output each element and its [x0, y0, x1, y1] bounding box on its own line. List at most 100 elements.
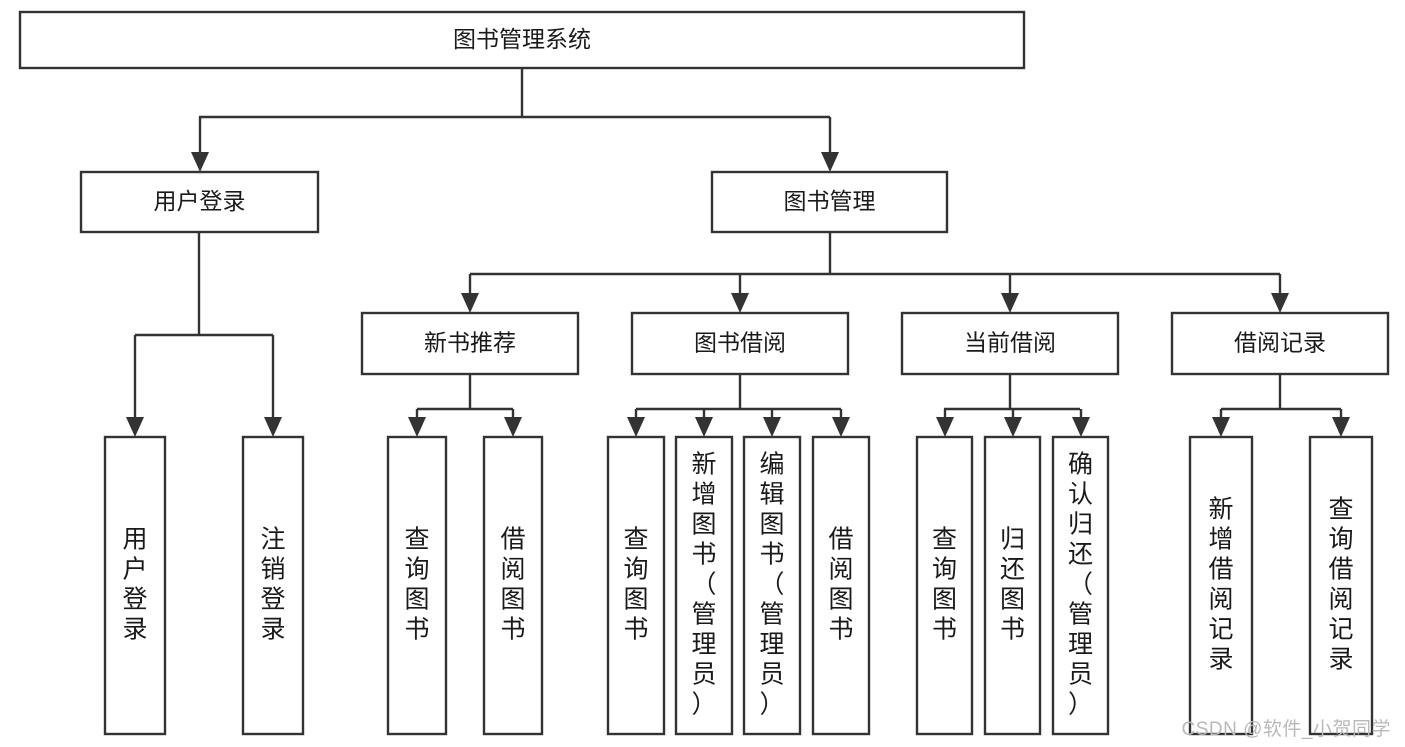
node-leaf-query-book-2[interactable]: 查询图书: [606, 435, 666, 736]
node-user-login[interactable]: 用户登录: [79, 170, 320, 234]
arrow-head-icon: [936, 417, 954, 437]
connector-drop-leaf-add-book: [695, 409, 713, 437]
node-leaf-query-book-3[interactable]: 查询图书: [915, 435, 974, 736]
arrow-head-icon: [264, 417, 282, 437]
node-current-borrow-box[interactable]: [900, 311, 1120, 376]
node-leaf-logout-box[interactable]: [241, 435, 305, 736]
arrow-head-icon: [731, 293, 749, 313]
node-leaf-add-record-box[interactable]: [1188, 435, 1254, 736]
arrow-head-icon: [504, 417, 522, 437]
node-leaf-user-login-box[interactable]: [103, 435, 167, 736]
arrow-head-icon: [763, 417, 781, 437]
connector-drop-leaf-borrow-book-2: [832, 409, 850, 437]
arrow-head-icon: [832, 417, 850, 437]
connector-bus-borrow-record: [1221, 374, 1341, 411]
arrow-head-icon: [821, 152, 839, 172]
node-leaf-add-book-box[interactable]: [674, 435, 734, 736]
node-borrow-record-label: 借阅记录: [1234, 330, 1326, 356]
connector-layer: [126, 68, 1350, 437]
connector-drop-current-borrow: [1001, 274, 1019, 313]
connector-drop-leaf-logout: [264, 335, 282, 437]
node-leaf-borrow-book-1-box[interactable]: [482, 435, 544, 736]
connector-bus-root: [199, 68, 830, 119]
watermark-text: CSDN @软件_小贺同学: [1181, 719, 1391, 740]
node-leaf-edit-book-box[interactable]: [742, 435, 802, 736]
node-book-manage[interactable]: 图书管理: [710, 170, 949, 234]
node-leaf-edit-book[interactable]: 编辑图书（管理员）: [742, 435, 802, 736]
node-user-login-box[interactable]: [79, 170, 320, 234]
arrow-head-icon: [126, 417, 144, 437]
connector-drop-new-book-recommend: [461, 274, 479, 313]
node-leaf-logout-label: 注销登录: [260, 525, 285, 643]
node-leaf-query-record-box[interactable]: [1308, 435, 1374, 736]
arrow-head-icon: [695, 417, 713, 437]
arrow-head-icon: [1004, 417, 1022, 437]
node-leaf-borrow-book-1-label: 借阅图书: [500, 525, 525, 643]
node-leaf-confirm-return-box[interactable]: [1051, 435, 1110, 736]
node-leaf-edit-book-label: 编辑图书（管理员）: [759, 450, 784, 718]
connector-drop-leaf-query-book-2: [627, 409, 645, 437]
connector-drop-leaf-return-book: [1004, 409, 1022, 437]
node-leaf-query-book-3-label: 查询图书: [932, 525, 957, 643]
node-leaf-query-record-label: 查询借阅记录: [1328, 495, 1353, 673]
node-book-manage-box[interactable]: [710, 170, 949, 234]
arrow-head-icon: [627, 417, 645, 437]
connector-bus-user-login: [135, 232, 273, 337]
node-leaf-add-book-label: 新增图书（管理员）: [691, 450, 716, 718]
node-leaf-borrow-book-1[interactable]: 借阅图书: [482, 435, 544, 736]
node-leaf-add-record[interactable]: 新增借阅记录: [1188, 435, 1254, 736]
connector-drop-leaf-query-book-1: [408, 409, 426, 437]
node-new-book-recommend-label: 新书推荐: [424, 330, 516, 356]
connector-drop-book-borrow: [731, 274, 749, 313]
arrow-head-icon: [191, 152, 209, 172]
node-leaf-query-book-2-box[interactable]: [606, 435, 666, 736]
node-root-label: 图书管理系统: [453, 26, 591, 52]
node-leaf-user-login[interactable]: 用户登录: [103, 435, 167, 736]
node-borrow-record-box[interactable]: [1170, 311, 1390, 376]
node-layer: 图书管理系统用户登录图书管理新书推荐图书借阅当前借阅借阅记录用户登录注销登录查询…: [18, 10, 1390, 736]
connector-drop-user-login: [191, 117, 209, 172]
node-root[interactable]: 图书管理系统: [18, 10, 1026, 70]
node-root-box[interactable]: [18, 10, 1026, 70]
node-leaf-logout[interactable]: 注销登录: [241, 435, 305, 736]
node-leaf-query-book-1[interactable]: 查询图书: [386, 435, 448, 736]
connector-drop-leaf-user-login: [126, 335, 144, 437]
node-leaf-add-book[interactable]: 新增图书（管理员）: [674, 435, 734, 736]
node-book-borrow-box[interactable]: [630, 311, 850, 376]
connector-drop-leaf-query-record: [1332, 409, 1350, 437]
arrow-head-icon: [1332, 417, 1350, 437]
connector-drop-book-manage: [821, 117, 839, 172]
arrow-head-icon: [408, 417, 426, 437]
node-leaf-confirm-return[interactable]: 确认归还（管理员）: [1051, 435, 1110, 736]
connector-bus-current-borrow: [944, 374, 1080, 411]
node-user-login-label: 用户登录: [154, 188, 246, 214]
connector-drop-leaf-borrow-book-1: [504, 409, 522, 437]
connector-bus-new-book: [417, 374, 513, 411]
node-book-borrow-label: 图书借阅: [694, 330, 786, 356]
node-book-manage-label: 图书管理: [784, 188, 876, 214]
node-current-borrow[interactable]: 当前借阅: [900, 311, 1120, 376]
node-leaf-add-record-label: 新增借阅记录: [1208, 495, 1233, 673]
node-leaf-return-book[interactable]: 归还图书: [983, 435, 1042, 736]
node-new-book-recommend-box[interactable]: [360, 311, 580, 376]
node-leaf-borrow-book-2-label: 借阅图书: [828, 525, 853, 643]
node-leaf-query-book-1-box[interactable]: [386, 435, 448, 736]
connector-drop-leaf-edit-book: [763, 409, 781, 437]
arrow-head-icon: [1212, 417, 1230, 437]
node-leaf-confirm-return-label: 确认归还（管理员）: [1068, 450, 1093, 718]
node-leaf-borrow-book-2[interactable]: 借阅图书: [811, 435, 871, 736]
arrow-head-icon: [1072, 417, 1090, 437]
node-new-book-recommend[interactable]: 新书推荐: [360, 311, 580, 376]
connector-bus-book-borrow: [636, 374, 841, 411]
node-borrow-record[interactable]: 借阅记录: [1170, 311, 1390, 376]
node-leaf-query-book-1-label: 查询图书: [404, 525, 429, 643]
node-leaf-query-record[interactable]: 查询借阅记录: [1308, 435, 1374, 736]
node-leaf-return-book-box[interactable]: [983, 435, 1042, 736]
node-leaf-borrow-book-2-box[interactable]: [811, 435, 871, 736]
arrow-head-icon: [1001, 293, 1019, 313]
connector-drop-borrow-record: [1271, 274, 1289, 313]
node-leaf-query-book-3-box[interactable]: [915, 435, 974, 736]
node-book-borrow[interactable]: 图书借阅: [630, 311, 850, 376]
